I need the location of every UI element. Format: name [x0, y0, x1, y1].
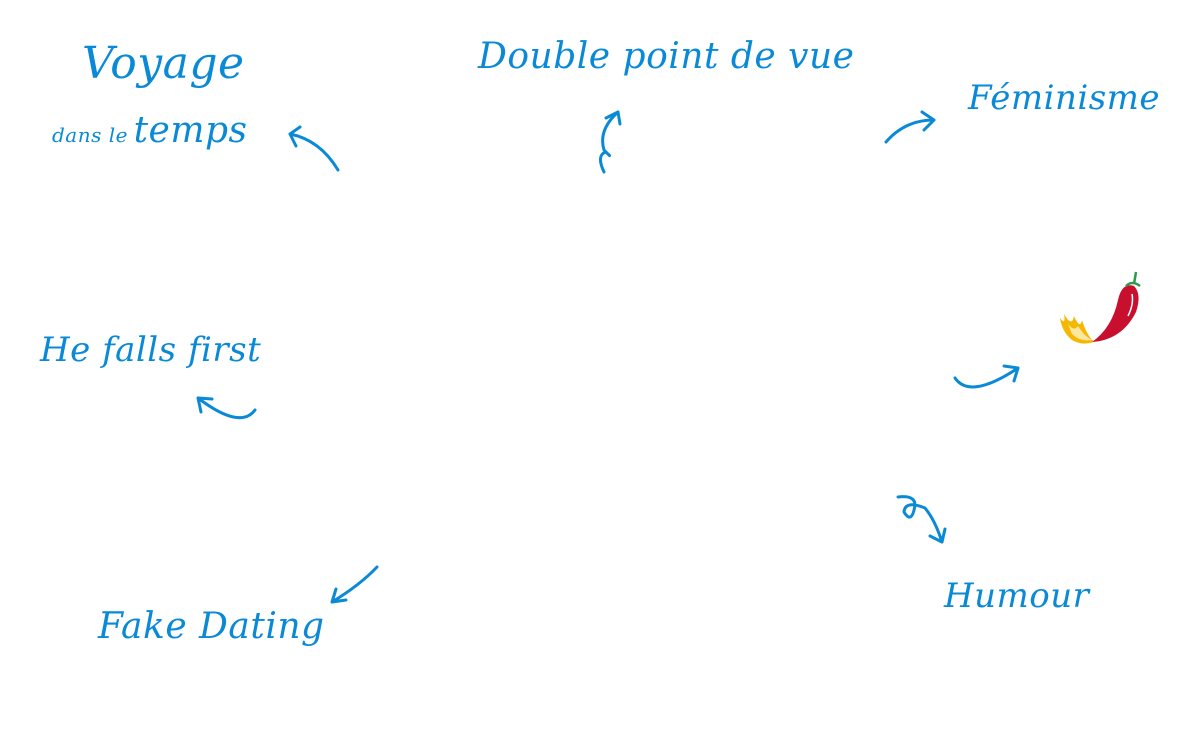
- chili-pepper-icon: [1060, 271, 1141, 344]
- arrow-voyage: [288, 125, 340, 172]
- label-double-point-de-vue: Double point de vue: [478, 36, 855, 77]
- arrow-spicy: [953, 364, 1020, 389]
- arrow-double-point: [599, 110, 622, 174]
- label-humour: Humour: [944, 576, 1090, 616]
- label-voyage-sub-pre: dans le: [52, 123, 128, 147]
- arrow-fake-dating: [330, 565, 379, 604]
- arrow-humour: [896, 495, 947, 544]
- label-he-falls-first: He falls first: [40, 330, 262, 370]
- label-feminisme: Féminisme: [968, 78, 1161, 118]
- arrow-he-falls: [196, 396, 257, 420]
- label-fake-dating: Fake Dating: [98, 606, 325, 647]
- label-voyage-sub: dans le temps: [52, 110, 248, 151]
- label-voyage-sub-main: temps: [133, 110, 248, 151]
- label-voyage: Voyage: [82, 38, 245, 89]
- arrow-feminisme: [884, 110, 936, 144]
